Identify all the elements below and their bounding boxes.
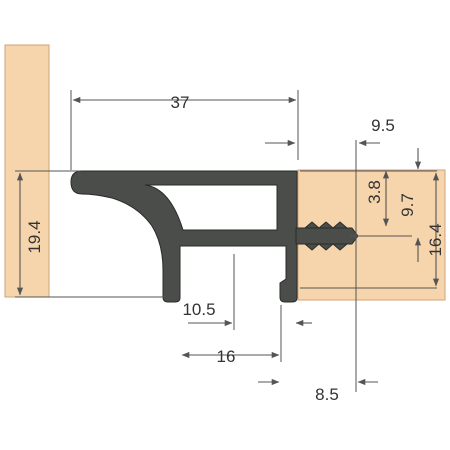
dowel-fin [295, 221, 359, 251]
dimension-label-height-small: 3.8 [365, 180, 384, 204]
handle-profile [70, 170, 359, 303]
dimension-label-gap: 10.5 [182, 300, 215, 319]
extension-lines [15, 90, 437, 392]
dimension-label-span: 16 [217, 347, 236, 366]
dimension-label-height-right: 16.4 [426, 223, 445, 256]
dimension-label-offset-top: 9.5 [371, 116, 395, 135]
dimension-label-offset-bottom: 8.5 [315, 385, 339, 404]
dimension-label-width: 37 [171, 93, 190, 112]
profile-body [70, 170, 298, 303]
dimension-label-height-left: 19.4 [25, 220, 44, 253]
dimension-label-height-mid: 9.7 [398, 193, 417, 217]
dimension-lines [16, 96, 440, 386]
